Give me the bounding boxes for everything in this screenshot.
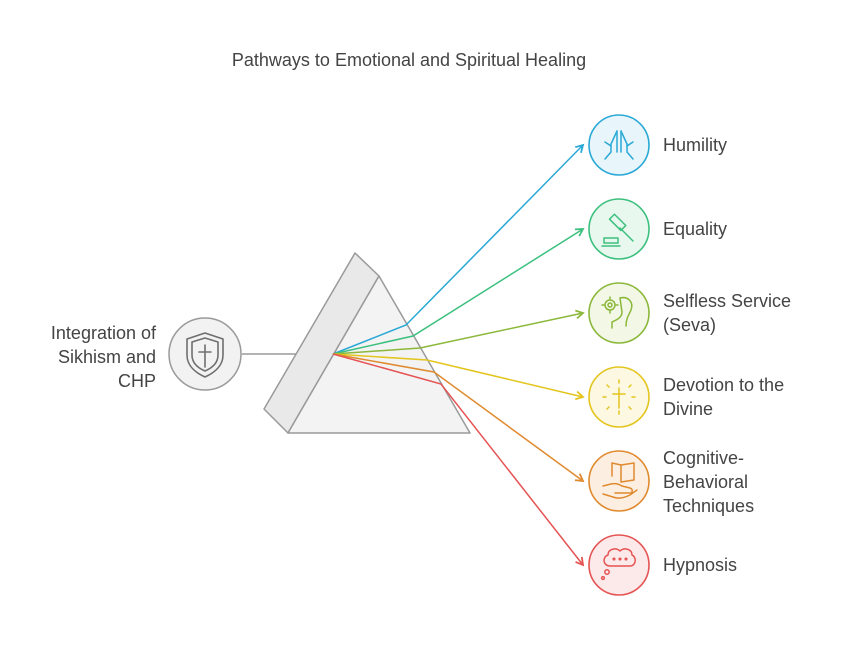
label-equality: Equality xyxy=(663,219,728,239)
label-devotion: Devotion to the Divine xyxy=(663,375,785,419)
praying-hands-icon xyxy=(604,130,634,160)
source-node xyxy=(168,317,242,391)
ray-devotion xyxy=(332,353,585,401)
node-selfless-service xyxy=(588,282,650,344)
label-humility: Humility xyxy=(663,135,728,155)
node-hypnosis xyxy=(588,534,650,596)
source-label: Integration of Sikhism and CHP xyxy=(50,323,156,391)
ray-cognitive-behavioral xyxy=(332,353,585,483)
ray-humility xyxy=(332,143,585,355)
label-selfless-service: Selfless Service (Seva) xyxy=(663,291,792,335)
radiant-cross-icon xyxy=(602,379,636,415)
label-cognitive-behavioral: Cognitive-Behavioral Techniques xyxy=(663,448,755,516)
ray-equality xyxy=(332,228,585,355)
node-humility xyxy=(588,114,650,176)
ray-hypnosis xyxy=(332,353,585,567)
thought-bubble-icon xyxy=(600,548,636,581)
gavel-icon xyxy=(601,213,634,247)
diagram-title: Pathways to Emotional and Spiritual Heal… xyxy=(231,50,587,70)
prism xyxy=(263,252,471,434)
node-devotion xyxy=(588,366,650,428)
book-in-hand-icon xyxy=(602,462,638,499)
gear-hand-icon xyxy=(601,296,633,329)
rays xyxy=(332,143,585,567)
node-equality xyxy=(588,198,650,260)
shield-cross-icon xyxy=(186,332,224,378)
label-hypnosis: Hypnosis xyxy=(663,555,738,575)
node-cognitive-behavioral xyxy=(588,450,650,512)
ray-selfless-service xyxy=(332,309,585,355)
